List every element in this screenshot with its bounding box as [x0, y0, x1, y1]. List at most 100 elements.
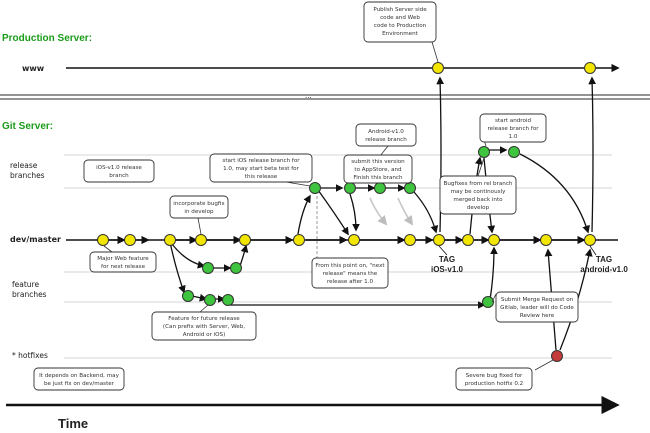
commit-node-www-android [584, 62, 596, 74]
commit-nodes [97, 62, 596, 362]
commit-node-www-ios [432, 62, 444, 74]
note-merge-request-line: Review here [520, 313, 555, 319]
note-next-release-line: release" means the [323, 271, 378, 277]
commit-node-dev [404, 234, 416, 246]
note-future: Feature for future release (Can prefix w… [151, 304, 257, 341]
lane-label-hotfixes: * hotfixes [12, 351, 48, 360]
commit-node-release-android [508, 146, 520, 158]
commit-node-dev [239, 234, 251, 246]
note-future-line: Android or iOS) [183, 332, 226, 338]
note-ios-release-line: iOS-v1.0 release [96, 165, 142, 171]
commit-node-release-ios [404, 182, 416, 194]
note-bugfixes-line: may be continously [451, 189, 507, 195]
note-android-release: Android-v1.0 release branch [355, 123, 417, 157]
commit-node-release-ios [344, 182, 356, 194]
tag-android-label-1: TAG [596, 255, 612, 264]
commit-node-dev-ios-tag [433, 234, 445, 246]
note-backend-line: be just fix on dev/master [44, 381, 115, 387]
note-start-android-line: release branch for [487, 126, 539, 132]
time-axis-label: Time [58, 416, 88, 431]
lane-label-feature-2: branches [12, 290, 47, 299]
commit-node-feature-merge [482, 296, 494, 308]
note-android-release-line: Android-v1.0 [368, 129, 404, 135]
divider-ellipsis: ... [305, 92, 312, 100]
note-incorporate-line: in develop [184, 209, 214, 215]
note-publish-line: code and Web [380, 15, 420, 21]
note-start-android: start android release branch for 1.0 [479, 113, 547, 147]
note-future-line: (Can prefix with Server, Web, [163, 324, 245, 330]
tag-ios: TAG iOS-v1.0 [431, 245, 464, 274]
note-future-line: Feature for future release [168, 316, 240, 322]
note-bugfixes-line: develop [467, 205, 490, 211]
note-severe: Severe bug fixed for production hotfix 0… [455, 359, 554, 391]
note-publish: Publish Server side code and Web code to… [363, 1, 439, 63]
tag-ios-label-2: iOS-v1.0 [431, 265, 464, 274]
commit-node-dev [293, 234, 305, 246]
branch-curves [169, 76, 597, 351]
lane-label-dev-master: dev/master [10, 235, 61, 244]
note-start-android-line: start android [495, 118, 531, 124]
note-start-ios-line: this release [245, 174, 278, 180]
note-bugfixes: Bugfixes from rel branch may be continou… [439, 157, 517, 215]
note-severe-line: production hotfix 0.2 [465, 381, 523, 387]
note-merge-request-line: Submit Merge Request on [501, 297, 574, 303]
note-bugfixes-line: merged back into [453, 197, 503, 203]
commit-node-release-ios [309, 182, 321, 194]
note-start-ios: start iOS release branch for 1.0, may st… [209, 153, 313, 187]
git-server-heading: Git Server: [2, 121, 53, 132]
note-bugfixes-line: Bugfixes from rel branch [444, 181, 513, 187]
note-backend: It depends on Backend, may be just fix o… [33, 367, 125, 391]
note-backend-line: It depends on Backend, may [39, 373, 119, 379]
note-submit: submit this version to AppStore, and Fin… [343, 154, 413, 185]
note-publish-line: Publish Server side [373, 7, 427, 13]
lane-label-www: www [22, 64, 45, 73]
lane-label-release-2: branches [10, 171, 45, 180]
note-submit-line: Finish this branch [353, 175, 403, 181]
tag-ios-label-1: TAG [439, 255, 455, 264]
commit-node-dev [124, 234, 136, 246]
note-major-line: for next release [101, 264, 146, 270]
note-publish-line: code to Production [374, 23, 427, 29]
commit-node-feature [202, 262, 214, 274]
commit-node-dev [488, 234, 500, 246]
commit-node-release-android [478, 146, 490, 158]
commit-node-dev [348, 234, 360, 246]
note-merge-request-line: Gitlab, leader will do Code [500, 305, 574, 311]
note-major-line: Major Web feature [97, 256, 149, 262]
commit-node-dev [540, 234, 552, 246]
note-android-release-line: release branch [365, 137, 407, 143]
commit-node-dev [97, 234, 109, 246]
note-ios-release: iOS-v1.0 release branch [83, 159, 155, 183]
commit-node-dev [462, 234, 474, 246]
note-merge-request: Submit Merge Request on Gitlab, leader w… [491, 291, 579, 323]
production-server-heading: Production Server: [2, 33, 92, 44]
note-start-android-line: 1.0 [509, 134, 518, 140]
commit-node-dev [195, 234, 207, 246]
commit-node-feature [230, 262, 242, 274]
note-incorporate: incorporate bugfix in develop [169, 195, 229, 235]
note-next-release: From this point on, "next release" means… [311, 257, 389, 289]
commit-node-hotfix [551, 350, 563, 362]
note-next-release-line: From this point on, "next [315, 263, 385, 269]
commit-node-dev [164, 234, 176, 246]
note-major: Major Web feature for next release [89, 245, 157, 273]
note-severe-line: Severe bug fixed for [466, 373, 523, 379]
note-submit-line: submit this version [351, 159, 405, 165]
tag-android: TAG android-v1.0 [580, 245, 628, 274]
note-next-release-line: release after 1.0 [327, 279, 374, 285]
tag-android-label-2: android-v1.0 [580, 265, 628, 274]
note-ios-release-line: branch [109, 173, 129, 179]
lane-label-feature-1: feature [12, 280, 39, 289]
note-start-ios-line: start iOS release branch for [222, 158, 300, 164]
commit-node-feature [204, 294, 216, 306]
commit-node-feature [182, 290, 194, 302]
note-submit-line: to AppStore, and [354, 167, 402, 173]
note-incorporate-line: incorporate bugfix [173, 201, 225, 207]
note-start-ios-line: 1.0, may start beta test for [223, 166, 300, 172]
lane-label-release-1: release [10, 161, 38, 170]
commit-node-release-ios [374, 182, 386, 194]
note-publish-line: Environment [382, 31, 419, 37]
commit-node-feature [222, 294, 234, 306]
commit-node-dev-android-tag [584, 234, 596, 246]
